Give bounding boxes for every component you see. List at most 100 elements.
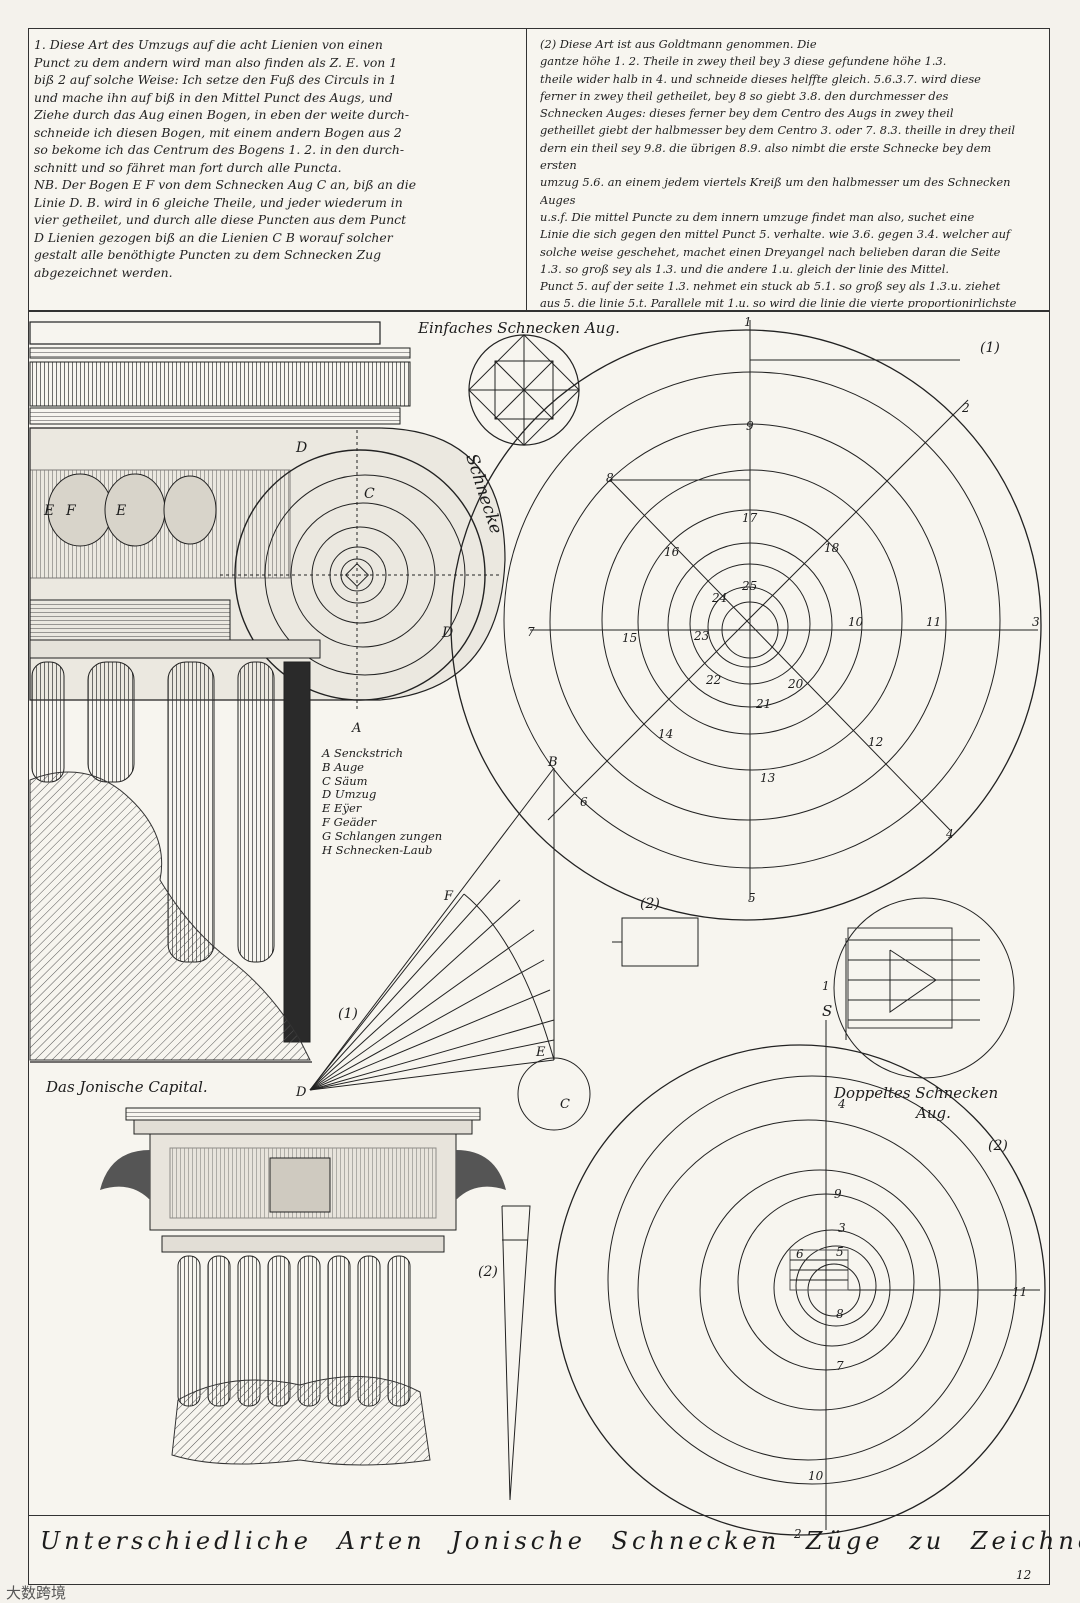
legend-item: H Schnecken-Laub bbox=[322, 842, 433, 857]
instruction-line: dern ein theil sey 9.8. die übrigen 8.9.… bbox=[540, 140, 992, 173]
svg-text:16: 16 bbox=[664, 545, 680, 559]
instruction-line: gantze höhe 1. 2. Theile in zwey theil b… bbox=[540, 54, 947, 69]
instruction-line: so bekome ich das Centrum des Bogens 1. … bbox=[34, 142, 405, 157]
svg-text:11: 11 bbox=[926, 615, 941, 629]
svg-text:17: 17 bbox=[742, 511, 758, 525]
svg-text:25: 25 bbox=[741, 579, 757, 593]
svg-text:6: 6 bbox=[796, 1247, 804, 1261]
instruction-line: Linie D. B. wird in 6 gleiche Theile, un… bbox=[34, 194, 403, 210]
legend-item: G Schlangen zungen bbox=[322, 828, 443, 843]
instruction-line: D Lienien gezogen biß an die Lienien C B… bbox=[34, 229, 393, 245]
simple-volute-eye bbox=[468, 334, 580, 446]
svg-text:7: 7 bbox=[527, 625, 535, 639]
instruction-line: Linie die sich gegen den mittel Punct 5.… bbox=[540, 227, 1011, 242]
watermark-logo: 大数跨境 bbox=[6, 1584, 67, 1602]
svg-text:8: 8 bbox=[836, 1307, 844, 1321]
instruction-line: u.s.f. Die mittel Puncte zu dem innern u… bbox=[540, 209, 975, 224]
svg-text:B: B bbox=[547, 755, 558, 770]
legend-item: F Geäder bbox=[322, 814, 377, 829]
small-proportion-diagram: (2) bbox=[612, 896, 699, 967]
instruction-line: schnitt und so fähret man fort durch all… bbox=[34, 159, 342, 175]
division-fan-construction bbox=[309, 767, 591, 1131]
svg-text:12: 12 bbox=[868, 735, 883, 749]
instruction-line: abgezeichnet werden. bbox=[34, 264, 173, 280]
svg-text:18: 18 bbox=[824, 541, 840, 555]
svg-text:4: 4 bbox=[837, 1097, 846, 1111]
svg-text:3: 3 bbox=[1032, 615, 1040, 629]
svg-text:22: 22 bbox=[705, 673, 721, 687]
svg-text:2: 2 bbox=[961, 401, 970, 415]
svg-text:2: 2 bbox=[793, 1527, 802, 1541]
volute-1-numbers: 1 2 3 4 5 6 7 8 9 10 11 12 13 14 15 16 1… bbox=[527, 315, 1040, 905]
double-volute-eye-title: Doppeltes Schnecken bbox=[833, 1084, 998, 1102]
instruction-text-1: 1. Diese Art des Umzugs auf die acht Lie… bbox=[34, 36, 522, 308]
svg-text:9: 9 bbox=[746, 419, 754, 433]
svg-text:F: F bbox=[65, 503, 77, 519]
instruction-line: Punct zu dem andern wird man also finden… bbox=[34, 54, 398, 70]
instruction-line: vier getheilet, und durch alle diese Pun… bbox=[34, 212, 407, 227]
volute-2-numbers: 1 2 3 4 5 6 7 8 9 10 11 S bbox=[793, 979, 1027, 1541]
ionic-capital-profile bbox=[100, 1107, 506, 1466]
legend-item: D Umzug bbox=[322, 787, 377, 802]
instruction-line: Ziehe durch das Aug einen Bogen, in eben… bbox=[34, 107, 410, 122]
page-number: 12 bbox=[1016, 1568, 1032, 1582]
fan-letters: B F E D C (1) bbox=[295, 755, 570, 1112]
instruction-line: theile wider halb in 4. und schneide die… bbox=[540, 71, 981, 86]
svg-text:E: E bbox=[115, 503, 126, 519]
svg-text:6: 6 bbox=[580, 795, 588, 809]
instruction-line: schneide ich diesen Bogen, mit einem and… bbox=[34, 124, 402, 140]
instruction-line: ferner in zwey theil getheilet, bey 8 so… bbox=[540, 88, 949, 103]
svg-text:14: 14 bbox=[658, 727, 673, 741]
svg-text:D: D bbox=[295, 1085, 307, 1100]
instruction-text-2: (2) Diese Art ist aus Goldtmann genommen… bbox=[540, 36, 1028, 308]
svg-text:D: D bbox=[295, 440, 307, 456]
volute-construction-1 bbox=[450, 320, 1042, 921]
simple-volute-eye-title: Einfaches Schnecken Aug. bbox=[417, 319, 620, 337]
svg-text:8: 8 bbox=[606, 471, 614, 485]
narrow-triangle-diagram: (2) bbox=[478, 1205, 531, 1501]
svg-text:10: 10 bbox=[808, 1469, 824, 1483]
svg-text:1: 1 bbox=[744, 315, 752, 329]
svg-text:15: 15 bbox=[622, 631, 637, 645]
svg-text:11: 11 bbox=[1012, 1285, 1027, 1299]
instruction-line: und mache ihn auf biß in den Mittel Punc… bbox=[34, 89, 393, 105]
instruction-line: Schnecken Auges: dieses ferner bey dem C… bbox=[540, 106, 954, 121]
instruction-line: umzug 5.6. an einem jedem viertels Kreiß… bbox=[540, 175, 1011, 207]
ionic-capital-front bbox=[29, 321, 506, 1063]
svg-text:(1): (1) bbox=[338, 1006, 358, 1022]
instruction-line: Punct 5. auf der seite 1.3. nehmet ein s… bbox=[540, 279, 1001, 294]
instruction-line: (2) Diese Art ist aus Goldtmann genommen… bbox=[540, 37, 817, 51]
svg-text:21: 21 bbox=[755, 697, 771, 711]
svg-text:C: C bbox=[364, 486, 375, 502]
svg-text:E: E bbox=[535, 1045, 546, 1060]
svg-text:A: A bbox=[351, 721, 361, 736]
svg-text:20: 20 bbox=[787, 677, 804, 691]
svg-text:F: F bbox=[443, 889, 454, 904]
svg-text:13: 13 bbox=[760, 771, 776, 785]
svg-text:E: E bbox=[43, 503, 54, 519]
legend-item: E Eÿer bbox=[322, 801, 362, 816]
instruction-line: 1. Diese Art des Umzugs auf die acht Lie… bbox=[34, 37, 383, 52]
svg-text:4: 4 bbox=[945, 827, 954, 841]
svg-text:5: 5 bbox=[836, 1245, 844, 1259]
svg-text:7: 7 bbox=[836, 1359, 844, 1373]
plate-title: Unterschiedliche Arten Jonische Schnecke… bbox=[40, 1527, 1080, 1555]
svg-text:24: 24 bbox=[711, 591, 727, 605]
svg-text:S: S bbox=[822, 1002, 832, 1020]
instruction-line: getheillet giebt der halbmesser bey dem … bbox=[540, 123, 1016, 138]
svg-text:3: 3 bbox=[838, 1221, 846, 1235]
instruction-line: gestalt alle benöthigte Puncten zu dem S… bbox=[34, 247, 382, 262]
instruction-line: biß 2 auf solche Weise: Ich setze den Fu… bbox=[34, 72, 397, 87]
column-divider bbox=[526, 28, 527, 310]
double-volute-eye bbox=[833, 897, 1015, 1079]
legend-item: A Senckstrich bbox=[322, 746, 404, 760]
svg-text:5: 5 bbox=[748, 891, 756, 905]
instruction-line: NB. Der Bogen E F von dem Schnecken Aug … bbox=[34, 177, 417, 192]
svg-text:C: C bbox=[560, 1097, 570, 1112]
svg-text:(2): (2) bbox=[478, 1264, 498, 1280]
instruction-line: 1.3. so groß sey als 1.3. und die andere… bbox=[540, 261, 950, 276]
instruction-line: solche weise geschehet, machet einen Dre… bbox=[540, 244, 1001, 259]
svg-text:(2): (2) bbox=[640, 896, 660, 912]
svg-text:10: 10 bbox=[848, 615, 864, 629]
